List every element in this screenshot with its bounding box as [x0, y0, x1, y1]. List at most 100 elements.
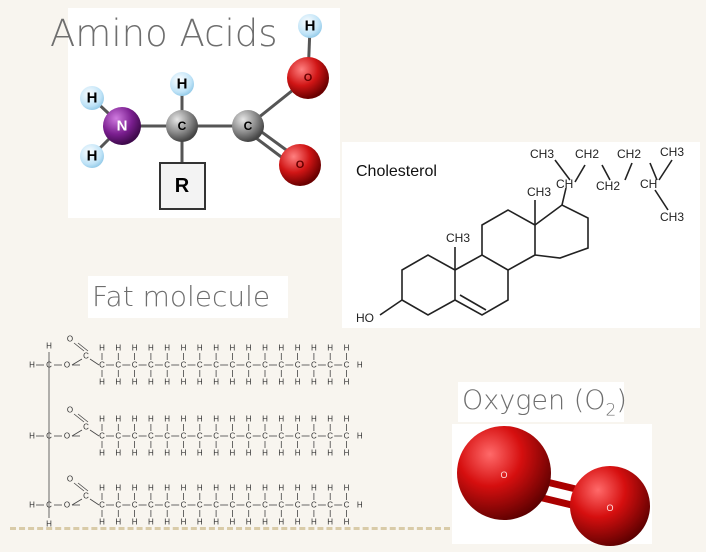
bond — [77, 342, 89, 352]
hydrogen-atom: H — [327, 449, 333, 458]
hydrogen-atom: H — [344, 344, 350, 353]
ch3-label: CH3 — [527, 185, 551, 199]
hydrogen-atom: H — [278, 415, 284, 424]
carbon-atom: C — [344, 432, 350, 441]
cholesterol-title: Cholesterol — [356, 163, 437, 180]
hydrogen-atom: H — [295, 449, 301, 458]
fat-molecule-title: Fat molecule — [92, 280, 271, 313]
ch3-label: CH3 — [660, 145, 684, 159]
amino-acid-title: Amino Acids — [50, 12, 278, 55]
carbon-atom: C — [232, 110, 264, 142]
hydrogen-atom: H — [278, 344, 284, 353]
carbon-atom: C — [46, 361, 52, 370]
hydrogen-atom: H — [357, 361, 363, 370]
carbon-atom: C — [181, 501, 187, 510]
svg-text:H: H — [87, 90, 98, 107]
carbon-atom: C — [99, 432, 105, 441]
hydrogen-atom: H — [148, 518, 154, 527]
hydrogen-atom: H — [181, 449, 187, 458]
hydrogen-atom: H — [115, 344, 121, 353]
hydrogen-atom: H — [181, 484, 187, 493]
carbon-atom: C — [46, 501, 52, 510]
hydrogen-atom: H — [197, 484, 203, 493]
ch3-label: CH3 — [660, 210, 684, 224]
hydrogen-atom: H — [99, 484, 105, 493]
hydrogen-atom: H — [278, 484, 284, 493]
hydrogen-atom: H — [344, 518, 350, 527]
carbon-atom: C — [278, 432, 284, 441]
carbon-atom: C — [213, 361, 219, 370]
carbon-atom: C — [132, 432, 138, 441]
carbon-atom: C — [295, 432, 301, 441]
carbon-atom: C — [132, 361, 138, 370]
carbon-atom: C — [344, 361, 350, 370]
carbon-atom: C — [327, 361, 333, 370]
hydrogen-atom: H — [295, 518, 301, 527]
carbon-atom: C — [148, 432, 154, 441]
bond — [71, 498, 83, 506]
carbon-atom: C — [295, 501, 301, 510]
hydrogen-atom: H — [262, 415, 268, 424]
hydrogen-atom: H — [181, 344, 187, 353]
hydrogen-atom: H — [197, 344, 203, 353]
fat-title-panel — [88, 276, 288, 318]
hydrogen-atom: H — [213, 378, 219, 387]
hydrogen-atom: H — [327, 518, 333, 527]
hydrogen-atom: H — [246, 378, 252, 387]
hydrogen-atom: H — [262, 344, 268, 353]
hydrogen-atom: H — [46, 520, 52, 529]
hydrogen-atom: H — [197, 518, 203, 527]
hydrogen-atom: H — [278, 518, 284, 527]
carbon-atom: C — [311, 432, 317, 441]
hydrogen-atom: H — [344, 484, 350, 493]
hydrogen-atom: H — [181, 415, 187, 424]
hydrogen-atom: H — [344, 378, 350, 387]
carbon-atom: C — [278, 361, 284, 370]
oxygen-atom: O — [457, 426, 551, 520]
carbon-atom: C — [230, 361, 236, 370]
hydrogen-atom: H — [213, 518, 219, 527]
hydrogen-atom: H — [29, 501, 35, 510]
carbon-atom: C — [99, 361, 105, 370]
hydrogen-atom: H — [115, 378, 121, 387]
svg-text:H: H — [177, 76, 188, 93]
hydrogen-atom: H — [99, 449, 105, 458]
carbon-atom: C — [262, 361, 268, 370]
hydrogen-atom: H — [213, 484, 219, 493]
r-group-box: R — [159, 162, 206, 210]
hydrogen-atom: H — [213, 415, 219, 424]
nitrogen-atom: N — [103, 107, 141, 145]
hydrogen-atom: H — [132, 449, 138, 458]
carbon-atom: C — [83, 352, 89, 361]
ch2-label: CH2 — [596, 179, 620, 193]
hydrogen-atom: H — [311, 518, 317, 527]
carbon-atom: C — [115, 361, 121, 370]
hydrogen-atom: H — [99, 344, 105, 353]
hydrogen-atom: H — [295, 344, 301, 353]
hydrogen-atom: H — [197, 449, 203, 458]
hydrogen-atom: H — [132, 484, 138, 493]
carbon-atom: C — [262, 432, 268, 441]
hydrogen-atom: H — [80, 144, 104, 168]
oxygen-subscript: 2 — [605, 400, 617, 421]
hydrogen-atom: H — [357, 501, 363, 510]
oxygen-atom: O — [67, 406, 73, 415]
hydrogen-atom: H — [311, 484, 317, 493]
carbon-atom: C — [83, 492, 89, 501]
oxygen-atom: O — [64, 501, 70, 510]
hydrogen-atom: H — [213, 449, 219, 458]
carbon-atom: C — [246, 361, 252, 370]
oxygen-atom: O — [570, 466, 650, 546]
ch2-label: CH2 — [617, 147, 641, 161]
hydrogen-atom: H — [298, 14, 322, 38]
carbon-atom: C — [311, 361, 317, 370]
bond — [73, 482, 85, 492]
carbon-atom: C — [115, 432, 121, 441]
oxygen-atom: O — [279, 144, 321, 186]
hydrogen-atom: H — [327, 484, 333, 493]
hydrogen-atom: H — [246, 518, 252, 527]
carbon-atom: C — [148, 501, 154, 510]
